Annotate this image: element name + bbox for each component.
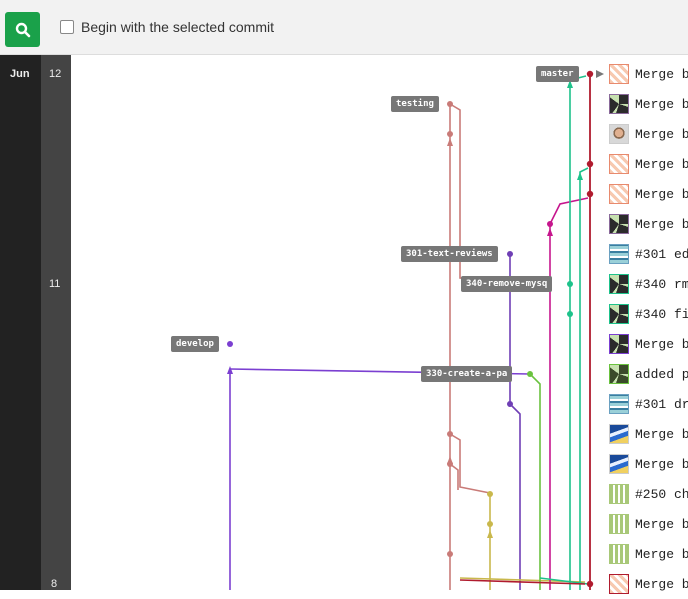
branch-label-master[interactable]: master <box>536 66 579 82</box>
commit-message: #340 fi <box>635 306 688 322</box>
day-label: 11 <box>49 278 61 290</box>
commit-message: Merge b <box>635 66 688 82</box>
begin-with-selected-toggle[interactable]: Begin with the selected commit <box>60 19 274 35</box>
commit-row[interactable]: added p <box>607 359 688 389</box>
avatar <box>609 454 629 474</box>
branch-label-develop[interactable]: develop <box>171 336 219 352</box>
avatar <box>609 304 629 324</box>
avatar <box>609 94 629 114</box>
commit-message: Merge b <box>635 426 688 442</box>
commit-row[interactable]: Merge b <box>607 89 688 119</box>
commit-message: Merge b <box>635 156 688 172</box>
branch-line-330-create-a-page <box>527 371 541 590</box>
branch-line-340-remove-mysql <box>539 75 589 590</box>
commit-row[interactable]: Merge b <box>607 209 688 239</box>
commit-row[interactable]: #301 ed <box>607 239 688 269</box>
avatar <box>609 424 629 444</box>
avatar <box>609 244 629 264</box>
begin-with-selected-checkbox[interactable] <box>60 20 74 34</box>
commit-row[interactable]: Merge b <box>607 119 688 149</box>
avatar <box>609 514 629 534</box>
day-label: 8 <box>51 578 58 590</box>
commit-row[interactable]: #340 fi <box>607 299 688 329</box>
month-column: Jun <box>0 55 41 590</box>
branch-line-301-text-reviews <box>507 251 521 590</box>
commit-message: Merge b <box>635 186 688 202</box>
commit-row[interactable]: Merge b <box>607 539 688 569</box>
avatar <box>609 64 629 84</box>
commit-row[interactable]: Merge b <box>607 149 688 179</box>
month-label: Jun <box>10 68 30 80</box>
branch-line-olive <box>459 491 586 590</box>
day-label: 12 <box>49 68 62 80</box>
commit-message: Merge b <box>635 216 688 232</box>
branch-line-magenta <box>547 197 589 590</box>
commit-message: Merge b <box>635 576 688 592</box>
avatar <box>609 574 629 594</box>
toolbar: Begin with the selected commit <box>0 0 688 55</box>
commit-row[interactable]: Merge b <box>607 179 688 209</box>
search-icon <box>15 22 30 37</box>
commit-message: Merge b <box>635 456 688 472</box>
branch-label-testing[interactable]: testing <box>391 96 439 112</box>
avatar <box>609 124 629 144</box>
begin-with-selected-label: Begin with the selected commit <box>81 19 274 35</box>
avatar <box>609 154 629 174</box>
avatar <box>609 394 629 414</box>
branch-line-testing <box>447 101 511 590</box>
commit-row[interactable]: Merge b <box>607 569 688 599</box>
commit-row[interactable]: #250 ch <box>607 479 688 509</box>
commit-message: Merge b <box>635 126 688 142</box>
commit-row[interactable]: Merge b <box>607 509 688 539</box>
commit-message: added p <box>635 366 688 382</box>
avatar <box>609 334 629 354</box>
avatar <box>609 544 629 564</box>
commit-row[interactable]: #340 rm <box>607 269 688 299</box>
search-button[interactable] <box>5 12 40 47</box>
commit-row[interactable]: Merge b <box>607 449 688 479</box>
avatar <box>609 184 629 204</box>
commit-row[interactable]: Merge b <box>607 419 688 449</box>
commit-message: Merge b <box>635 96 688 112</box>
avatar <box>609 484 629 504</box>
branch-line-master <box>459 70 604 590</box>
avatar <box>609 274 629 294</box>
commit-message: #340 rm <box>635 276 688 292</box>
branch-label-340-remove-mysql[interactable]: 340-remove-mysq <box>461 276 553 292</box>
commit-message: #250 ch <box>635 486 688 502</box>
day-column: 12 11 8 <box>41 55 71 590</box>
commit-message: Merge b <box>635 336 688 352</box>
commit-message: #301 ed <box>635 246 688 262</box>
commit-row[interactable]: Merge b <box>607 329 688 359</box>
commit-graph <box>227 70 604 590</box>
avatar <box>609 214 629 234</box>
commit-message: #301 dr <box>635 396 688 412</box>
commit-message: Merge b <box>635 516 688 532</box>
commit-row[interactable]: Merge b <box>607 59 688 89</box>
commit-message: Merge b <box>635 546 688 562</box>
avatar <box>609 364 629 384</box>
branch-label-330-create-a-page[interactable]: 330-create-a-pa <box>421 366 513 382</box>
commit-row[interactable]: #301 dr <box>607 389 688 419</box>
branch-label-301-text-reviews[interactable]: 301-text-reviews <box>401 246 498 262</box>
